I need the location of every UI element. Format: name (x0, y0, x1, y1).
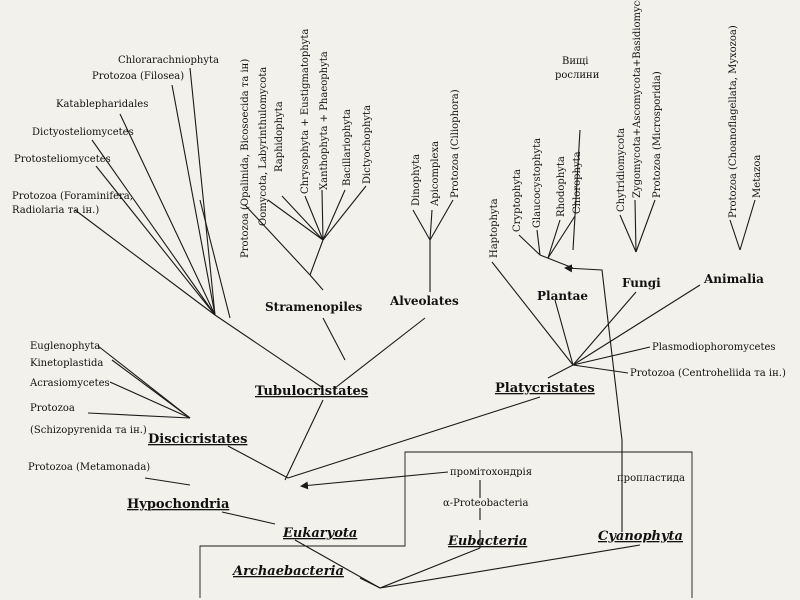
label-rhodophyta: Rhodophyta (556, 156, 567, 217)
label-raphidophyta: Raphidophyta (274, 101, 285, 172)
tubulocristates-branches (74, 67, 454, 481)
label-protozoa-filosea: Protozoa (Filosea) (92, 71, 184, 82)
group-labels: Stramenopiles Alveolates Plantae Fungi A… (265, 272, 764, 314)
endosymbiosis-arrows (300, 264, 623, 532)
label-metazoa: Metazoa (752, 155, 763, 198)
label-chrysophyta: Chrysophyta + Eustigmatophyta (300, 29, 311, 194)
label-acrasiomycetes: Acrasiomycetes (29, 378, 110, 389)
label-protozoa-microsporidia: Protozoa (Microsporidia) (652, 71, 663, 198)
label-tubulocristates: Tubulocristates (255, 384, 368, 399)
label-archaebacteria: Archaebacteria (231, 564, 344, 579)
label-proteobacteria: α-Proteobacteria (443, 498, 528, 509)
label-roslyny: рослини (555, 70, 600, 81)
platycristates-branches (287, 129, 756, 479)
label-promitokhondriya: промітохондрія (450, 467, 532, 478)
label-protozoa-opalinida: Protozoa (Opalinida, Bicosoecida та ін) (240, 59, 251, 258)
label-dictyochophyta: Dictyochophyta (362, 105, 373, 184)
label-protozoa-schizo: Protozoa (30, 403, 75, 414)
label-eukaryota: Eukaryota (282, 526, 357, 541)
major-clade-labels: Tubulocristates Platycristates Discicris… (127, 381, 595, 512)
leaf-labels: Chlorarachniophyta Protozoa (Filosea) Ka… (12, 0, 786, 509)
label-proplastyda: пропластида (617, 473, 685, 484)
label-bacillariophyta: Bacillariophyta (342, 109, 353, 186)
label-euglenophyta: Euglenophyta (30, 341, 100, 352)
domain-labels: Eukaryota Eubacteria Cyanophyta Archaeba… (231, 526, 683, 579)
root-branches (221, 511, 641, 589)
prokaryote-box-outline (199, 451, 693, 598)
label-alveolates: Alveolates (389, 294, 459, 308)
label-chlorarachniophyta: Chlorarachniophyta (118, 55, 219, 66)
label-stramenopiles: Stramenopiles (265, 300, 363, 314)
label-dictyosteliomycetes: Dictyosteliomycetes (32, 127, 134, 138)
label-animalia: Animalia (703, 272, 764, 286)
label-apicomplexa: Apicomplexa (430, 141, 441, 207)
label-chytridiomycota: Chytridiomycota (616, 128, 627, 212)
label-dinophyta: Dinophyta (411, 154, 422, 206)
discicristates-branches (87, 345, 289, 486)
label-katablepharidales: Katablepharidales (56, 99, 148, 110)
label-radiolaria: Radiolaria та ін.) (12, 205, 99, 216)
label-hypochondria: Hypochondria (127, 497, 230, 512)
label-protozoa-ciliophora: Protozoa (Ciliophora) (450, 89, 461, 198)
label-cryptophyta: Cryptophyta (512, 169, 523, 232)
label-schizopyrenida: (Schizopyrenida та ін.) (30, 425, 147, 436)
label-protozoa-metamonada: Protozoa (Metamonada) (28, 462, 150, 473)
label-kinetoplastida: Kinetoplastida (30, 358, 103, 369)
label-oomycota: Oomycota, Labyrinthulomycota (258, 67, 269, 226)
label-haptophyta: Haptophyta (489, 198, 500, 258)
label-platycristates: Platycristates (495, 381, 595, 396)
label-plantae: Plantae (537, 289, 588, 303)
label-protozoa-foraminifera: Protozoa (Foraminifera, (12, 191, 133, 202)
label-xanthophyta: Xanthophyta + Phaeophyta (319, 51, 330, 190)
label-zygomycota: Zygomycota+Ascomycota+Basidiomycota (632, 0, 643, 198)
label-glaucocystophyta: Glaucocystophyta (532, 138, 543, 228)
label-discicristates: Discicristates (148, 432, 247, 447)
label-plasmodiophoromycetes: Plasmodiophoromycetes (652, 342, 776, 353)
label-fungi: Fungi (622, 276, 661, 290)
label-eubacteria: Eubacteria (447, 534, 527, 549)
label-protozoa-centroheliida: Protozoa (Centroheliida та ін.) (630, 368, 786, 379)
label-cyanophyta: Cyanophyta (598, 529, 683, 544)
label-chlorophyta: Chlorophyta (572, 151, 583, 214)
label-protozoa-choanoflagellata: Protozoa (Choanoflagellata, Myxozoa) (728, 25, 739, 218)
label-vyshchi: Вищі (562, 56, 589, 67)
label-protosteliomycetes: Protosteliomycetes (14, 154, 111, 165)
